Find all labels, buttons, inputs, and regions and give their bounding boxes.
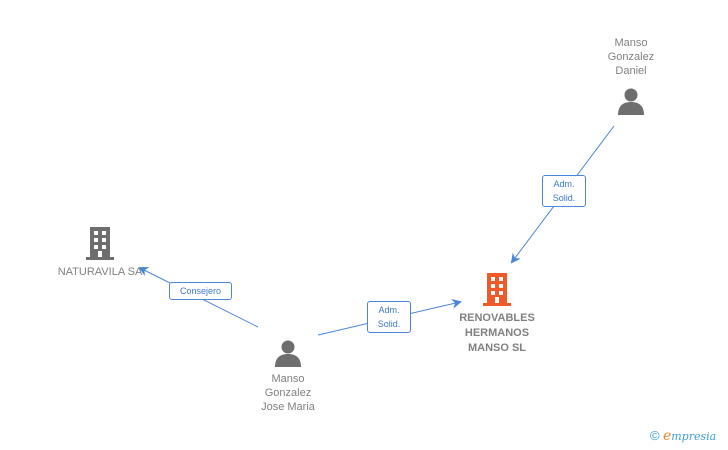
node-person-daniel[interactable]: Manso Gonzalez Daniel [589,36,673,116]
node-company-renovables[interactable]: RENOVABLES HERMANOS MANSO SL [447,271,547,356]
empresia-branding: © empresia [650,428,716,444]
copyright-icon: © [650,428,660,443]
company-name: NATURAVILA SA [57,266,143,278]
person-name: Manso Gonzalez Jose Maria [261,373,315,413]
edge-label-consejero[interactable]: Consejero [169,282,232,300]
building-icon [483,273,511,306]
node-person-jose-maria[interactable]: Manso Gonzalez Jose Maria [246,338,330,414]
node-company-naturavila[interactable]: NATURAVILA SA [46,225,154,279]
empresia-logo: empresia [662,428,717,444]
company-name: RENOVABLES HERMANOS MANSO SL [459,312,535,354]
person-name: Manso Gonzalez Daniel [607,37,655,77]
building-icon [86,227,114,260]
edge-label-adm-solid[interactable]: Adm. Solid. [367,301,411,333]
edge-label-adm-solid[interactable]: Adm. Solid. [542,175,586,207]
person-icon [618,88,644,115]
person-icon [275,340,301,367]
